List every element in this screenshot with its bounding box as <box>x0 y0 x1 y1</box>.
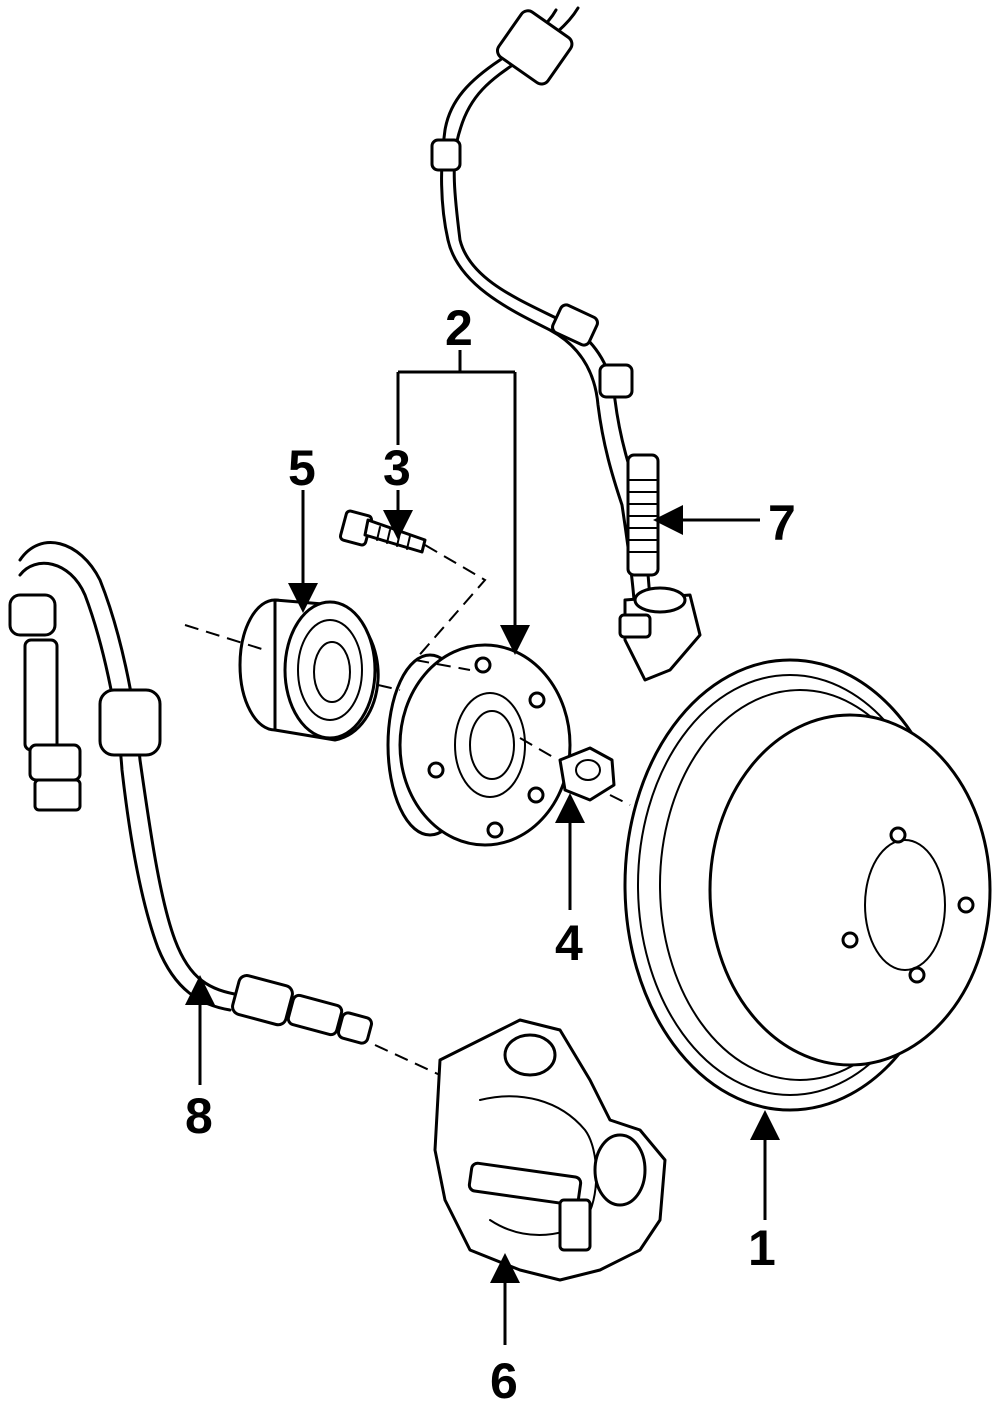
wheel-stud-part <box>338 509 427 554</box>
callout-8: 8 <box>185 1088 213 1144</box>
rotor-part <box>623 658 992 1112</box>
callout-1: 1 <box>748 1220 776 1276</box>
hub-part <box>386 643 572 847</box>
callout-6: 6 <box>490 1353 518 1409</box>
callout-4: 4 <box>555 915 583 971</box>
callout-5: 5 <box>288 440 316 496</box>
callout-3: 3 <box>383 440 411 496</box>
abs-sensor-part <box>430 6 702 682</box>
caliper-part <box>433 1018 667 1282</box>
leader-lines <box>185 350 780 1345</box>
brake-hose-part <box>8 541 374 1045</box>
callout-2: 2 <box>445 300 473 356</box>
callout-7: 7 <box>768 495 796 551</box>
bearing-part <box>238 598 380 742</box>
nut-part <box>558 746 616 802</box>
